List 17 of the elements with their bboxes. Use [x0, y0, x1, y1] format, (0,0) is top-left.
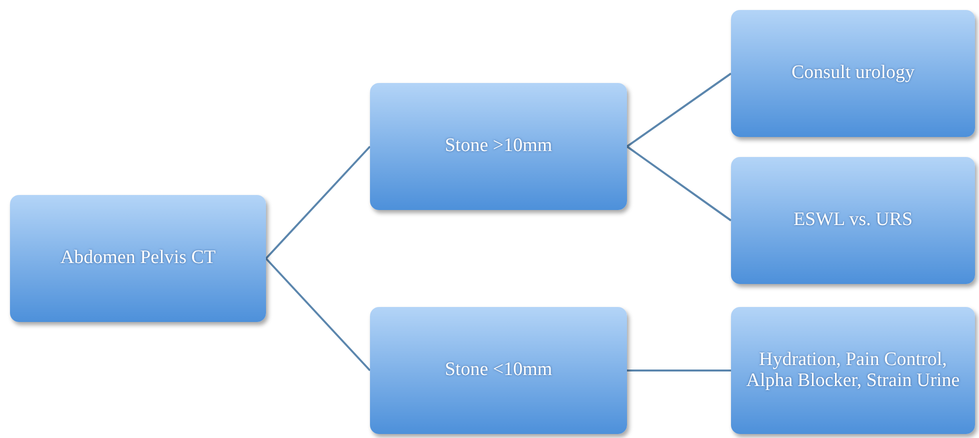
connector-line — [627, 370, 731, 372]
box-label: Stone <10mm — [444, 360, 552, 381]
connector-line — [265, 258, 371, 372]
process-box — [731, 307, 975, 434]
box-label: Consult urology — [792, 63, 914, 84]
process-box — [731, 157, 975, 284]
box-label: Abdomen Pelvis CT — [60, 248, 216, 269]
box-label: Hydration, Pain Control, Alpha Blocker, Strain Urine — [745, 350, 961, 392]
box-label: ESWL vs. URS — [793, 210, 913, 231]
process-box — [370, 307, 627, 434]
process-box — [370, 83, 627, 210]
box-label: Stone >10mm — [444, 136, 552, 157]
connector-line — [626, 146, 732, 222]
connector-line — [626, 72, 732, 148]
process-box — [731, 10, 975, 137]
connector-line — [265, 146, 371, 260]
process-box — [10, 195, 266, 322]
